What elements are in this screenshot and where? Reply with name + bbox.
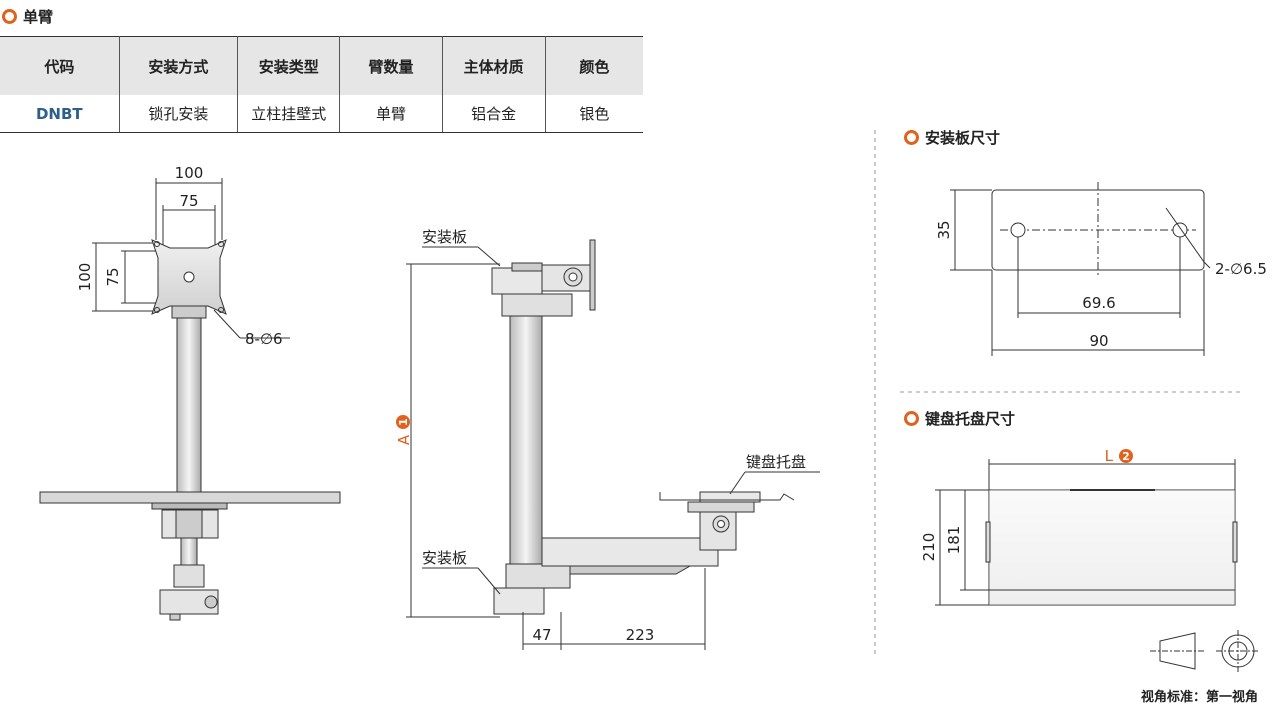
header-material: 主体材质: [442, 36, 546, 95]
dim-35: 35: [935, 220, 953, 239]
dim-90: 90: [1089, 332, 1108, 350]
plate-drawing: [950, 182, 1211, 356]
tray-section-title-text: 键盘托盘尺寸: [925, 410, 1016, 428]
plate-bottom-label: 安装板: [422, 549, 467, 567]
side-view: [406, 239, 820, 650]
marker-1-text: 1: [397, 418, 410, 426]
dim-181: 181: [945, 526, 963, 555]
dim-75-width: 75: [179, 192, 198, 210]
header-code: 代码: [0, 36, 120, 95]
spec-section-title: 单臂: [2, 6, 53, 27]
plate-holes-label: 2-∅6.5: [1215, 260, 1267, 278]
dim-223: 223: [626, 626, 655, 644]
cell-material: 铝合金: [442, 95, 546, 133]
view-standard-label: 视角标准：第一视角: [1141, 690, 1259, 705]
header-arm-count: 臂数量: [339, 36, 443, 95]
front-view: [39, 178, 341, 621]
table-header-row: 代码 安装方式 安装类型 臂数量 主体材质 颜色: [0, 36, 643, 95]
dim-47: 47: [532, 626, 551, 644]
dim-100-width: 100: [175, 164, 204, 182]
header-mount-method: 安装方式: [119, 36, 239, 95]
dim-a-label: A: [395, 434, 413, 445]
tray-section-title: 键盘托盘尺寸: [904, 408, 1015, 429]
dim-69-6: 69.6: [1082, 294, 1115, 312]
circle-marker-icon: [2, 9, 17, 24]
marker-1-badge: [396, 415, 410, 429]
cell-arm-count: 单臂: [339, 95, 443, 133]
header-color: 颜色: [545, 36, 643, 95]
tray-drawing: [935, 459, 1238, 606]
cell-mount-method: 锁孔安装: [119, 95, 239, 133]
cell-code: DNBT: [0, 95, 120, 133]
dim-100-height: 100: [76, 263, 94, 292]
cell-color: 银色: [545, 95, 643, 133]
marker-2-badge: [1119, 449, 1133, 463]
header-mount-type: 安装类型: [237, 36, 341, 95]
spec-table: 代码 安装方式 安装类型 臂数量 主体材质 颜色 DNBT 锁孔安装 立柱挂壁式…: [0, 36, 643, 133]
circle-marker-icon: [904, 130, 919, 145]
spec-section-title-text: 单臂: [23, 8, 54, 26]
plate-top-label: 安装板: [422, 228, 467, 246]
marker-2-text: 2: [1122, 450, 1130, 463]
plate-section-title-text: 安装板尺寸: [925, 129, 1001, 147]
plate-section-title: 安装板尺寸: [904, 127, 1000, 148]
keyboard-tray-label: 键盘托盘: [746, 453, 806, 471]
dim-210: 210: [920, 533, 938, 562]
cell-mount-type: 立柱挂壁式: [237, 95, 341, 133]
first-angle-projection-icon: [1150, 630, 1260, 672]
table-row: DNBT 锁孔安装 立柱挂壁式 单臂 铝合金 银色: [0, 95, 643, 133]
circle-marker-icon: [904, 411, 919, 426]
dim-75-height: 75: [104, 267, 122, 286]
front-holes-label: 8-∅6: [245, 330, 283, 348]
dim-l-label: L: [1105, 447, 1114, 465]
